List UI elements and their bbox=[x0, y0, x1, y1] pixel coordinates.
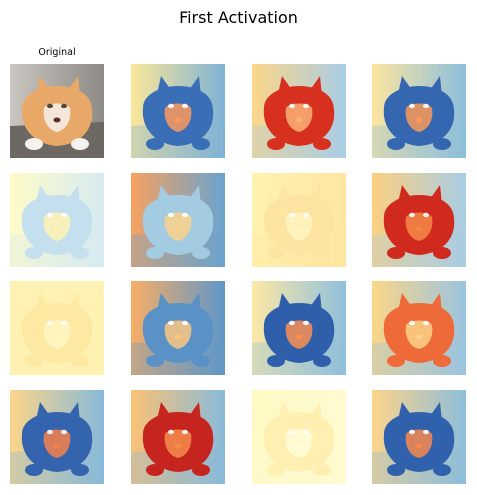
activation-map-2 bbox=[252, 64, 346, 158]
activation-heatmap-icon bbox=[372, 390, 466, 484]
activation-map-10 bbox=[252, 281, 346, 375]
original-cat-photo bbox=[10, 64, 104, 158]
activation-map-7 bbox=[372, 173, 466, 267]
activation-heatmap-icon bbox=[372, 281, 466, 375]
activation-heatmap-icon bbox=[372, 64, 466, 158]
activation-heatmap-icon bbox=[10, 390, 104, 484]
activation-map-5 bbox=[131, 173, 225, 267]
activation-heatmap-icon bbox=[252, 64, 346, 158]
activation-map-4 bbox=[10, 173, 104, 267]
activation-heatmap-icon bbox=[131, 390, 225, 484]
cat-photo-icon bbox=[10, 64, 104, 158]
activation-heatmap-icon bbox=[252, 390, 346, 484]
activation-heatmap-icon bbox=[252, 173, 346, 267]
activation-map-15 bbox=[372, 390, 466, 484]
activation-heatmap-icon bbox=[131, 281, 225, 375]
original-label: Original bbox=[38, 47, 76, 58]
activation-map-12 bbox=[10, 390, 104, 484]
activation-map-3 bbox=[372, 64, 466, 158]
activation-map-8 bbox=[10, 281, 104, 375]
activation-map-9 bbox=[131, 281, 225, 375]
activation-map-13 bbox=[131, 390, 225, 484]
activation-map-14 bbox=[252, 390, 346, 484]
activation-heatmap-icon bbox=[131, 64, 225, 158]
activation-heatmap-icon bbox=[131, 173, 225, 267]
activation-heatmap-icon bbox=[252, 281, 346, 375]
figure-title: First Activation bbox=[179, 8, 298, 27]
activation-heatmap-icon bbox=[10, 173, 104, 267]
activation-map-6 bbox=[252, 173, 346, 267]
activation-heatmap-icon bbox=[372, 173, 466, 267]
activation-map-11 bbox=[372, 281, 466, 375]
activation-map-1 bbox=[131, 64, 225, 158]
activation-heatmap-icon bbox=[10, 281, 104, 375]
